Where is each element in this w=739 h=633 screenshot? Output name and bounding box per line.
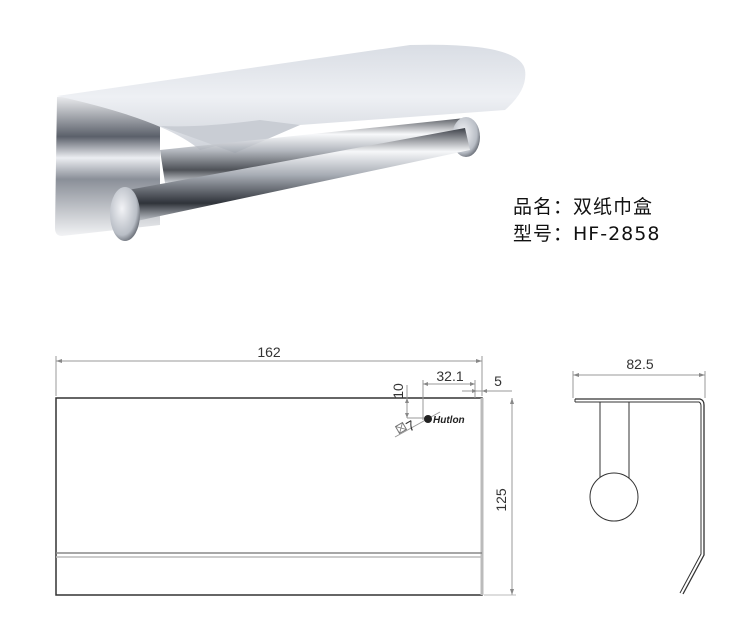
rear-rod [160, 118, 468, 183]
logo-offset-x-label: 32.1 [436, 368, 463, 384]
height-dim-label: 125 [493, 488, 509, 512]
depth-dim-label: 82.5 [626, 356, 653, 372]
product-model-value: HF-2858 [573, 223, 661, 245]
front-rod [128, 128, 470, 222]
shelf-curl [160, 120, 300, 153]
product-name-value: 双纸巾盒 [573, 196, 654, 218]
brand-logo-icon [424, 415, 432, 423]
brand-logo-text: Hutlon [433, 415, 465, 426]
product-name: 品名：双纸巾盒 [513, 192, 653, 219]
edge-offset-label: 5 [494, 373, 502, 389]
product-model-label: 型号： [513, 223, 574, 245]
logo-offset-y-label: 10 [390, 383, 406, 399]
rod-profile-circle [589, 472, 639, 522]
product-image [55, 44, 526, 241]
product-name-label: 品名： [513, 196, 574, 218]
side-profile-outer [575, 398, 705, 595]
front-view-drawing: 162 32.1 5 10 7 Hutlon [55, 344, 516, 596]
front-rod-cap [110, 187, 140, 241]
shelf-top [57, 44, 526, 150]
width-dim-label: 162 [257, 344, 281, 360]
product-model: 型号：HF-2858 [513, 219, 660, 246]
side-view-drawing: 82.5 [572, 356, 706, 595]
front-panel-outline [55, 397, 483, 596]
